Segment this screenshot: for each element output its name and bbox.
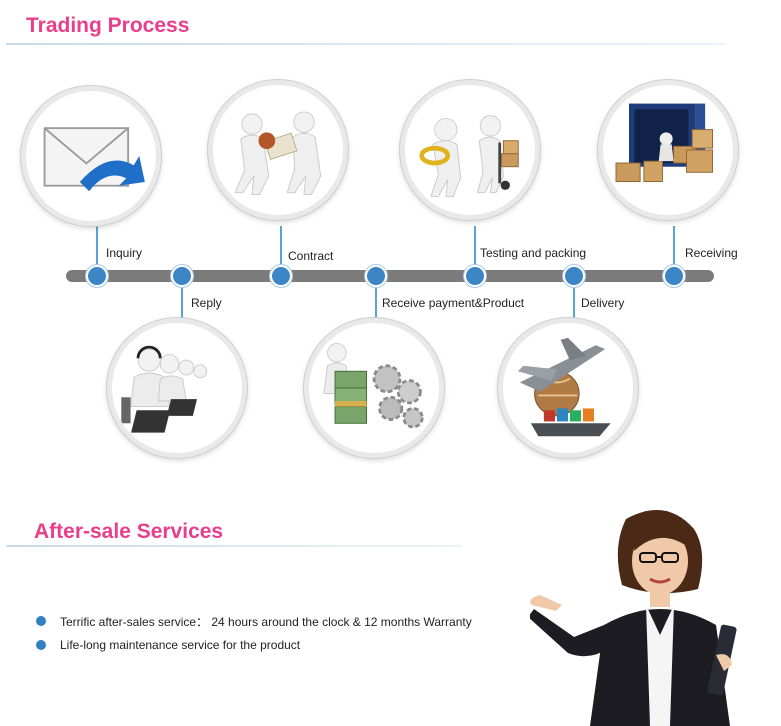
title-divider <box>6 43 726 45</box>
timeline-node-inquiry <box>86 265 108 287</box>
timeline-node-contract <box>270 265 292 287</box>
connector-delivery <box>573 282 575 318</box>
services-list: Terrific after-sales service： 24 hours a… <box>36 610 472 658</box>
presenting-woman-image <box>530 510 737 726</box>
service-item: Life-long maintenance service for the pr… <box>36 634 472 656</box>
plane-ship-icon <box>498 318 638 458</box>
handshake-contract-icon <box>208 80 348 220</box>
step-label-contract: Contract <box>288 249 334 263</box>
bullet-dot-icon <box>36 640 46 650</box>
call-center-icon <box>107 318 247 458</box>
connector-payment <box>375 282 377 318</box>
step-label-payment: Receive payment&Product <box>382 296 525 310</box>
timeline-node-testing <box>464 265 486 287</box>
after-sale-title: After-sale Services <box>34 520 224 543</box>
timeline-node-reply <box>171 265 193 287</box>
step-label-reply: Reply <box>191 296 222 310</box>
timeline-node-payment <box>365 265 387 287</box>
timeline-node-receiving <box>663 265 685 287</box>
step-label-testing: Testing and packing <box>480 246 587 260</box>
connector-testing <box>474 226 476 272</box>
bullet-dot-icon <box>36 616 46 626</box>
step-label-delivery: Delivery <box>581 296 625 310</box>
timeline-bar <box>66 270 714 282</box>
connector-reply <box>181 282 183 318</box>
testing-packing-icon <box>400 80 540 220</box>
timeline-node-delivery <box>563 265 585 287</box>
step-label-inquiry: Inquiry <box>106 246 143 260</box>
service-text: Terrific after-sales service： 24 hours a… <box>60 614 472 629</box>
container-boxes-icon <box>598 80 738 220</box>
connector-contract <box>280 226 282 272</box>
service-item: Terrific after-sales service： 24 hours a… <box>36 610 472 632</box>
trading-process-title: Trading Process <box>26 14 190 37</box>
after-sale-divider <box>6 545 462 547</box>
service-text: Life-long maintenance service for the pr… <box>60 638 301 652</box>
connector-inquiry <box>96 226 98 272</box>
step-label-receiving: Receiving <box>685 246 738 260</box>
envelope-icon <box>21 86 161 226</box>
connector-receiving <box>673 226 675 272</box>
money-gears-icon <box>304 318 444 458</box>
